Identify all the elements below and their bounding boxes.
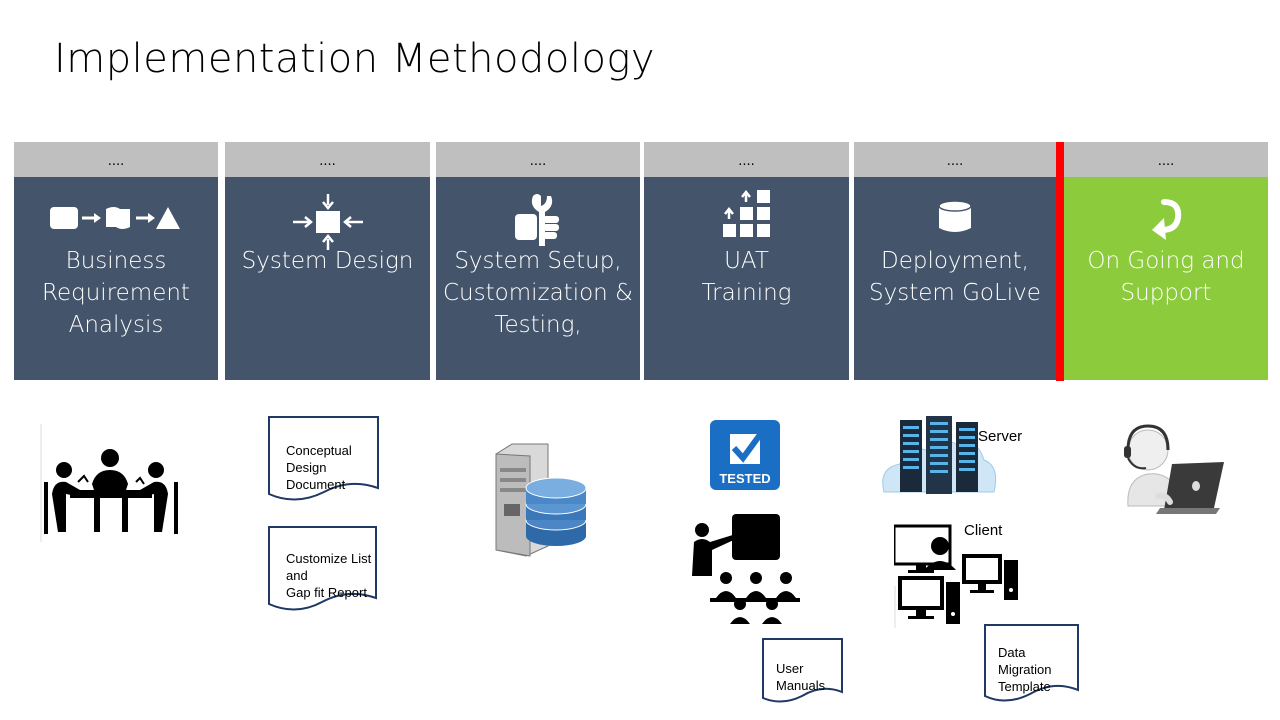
process-flow-icon bbox=[14, 197, 218, 239]
badge-label: TESTED bbox=[719, 471, 771, 486]
document-label: Conceptual Design Document bbox=[286, 443, 352, 492]
training-illustration bbox=[690, 512, 802, 628]
meeting-illustration bbox=[40, 424, 182, 542]
tested-badge: TESTED bbox=[710, 420, 780, 490]
support-agent-illustration bbox=[1120, 424, 1230, 518]
phase-header: .... bbox=[436, 142, 640, 177]
phase-header: .... bbox=[854, 142, 1056, 177]
server-caption: Server bbox=[978, 428, 1023, 445]
cloud-server-illustration bbox=[880, 414, 998, 496]
page-title: Implementation Methodology bbox=[54, 36, 656, 82]
document-user-manuals: User Manuals bbox=[762, 638, 846, 706]
server-database-illustration bbox=[490, 442, 588, 558]
phase-label: System Setup, Customization & Testing, bbox=[443, 248, 633, 338]
current-phase-divider bbox=[1056, 142, 1064, 381]
checkmark-icon bbox=[730, 430, 765, 464]
client-computers-illustration bbox=[892, 524, 1022, 628]
stacked-blocks-icon bbox=[644, 189, 849, 239]
phase-header: .... bbox=[14, 142, 218, 177]
phase-label: Deployment, System GoLive bbox=[869, 248, 1041, 306]
phase-label: System Design bbox=[241, 248, 414, 274]
converge-arrows-icon bbox=[225, 191, 430, 253]
document-gap-fit-report: Customize List and Gap fit Report bbox=[268, 526, 380, 612]
document-label: User Manuals bbox=[776, 661, 826, 693]
phase-header: .... bbox=[644, 142, 849, 177]
document-data-migration: Data Migration Template bbox=[984, 624, 1080, 706]
phase-system-setup: .... System Setup, Customization & Testi… bbox=[436, 142, 640, 380]
thumbs-up-wrench-icon bbox=[436, 191, 640, 249]
document-label: Customize List and Gap fit Report bbox=[286, 551, 372, 600]
phase-label: On Going and Support bbox=[1087, 248, 1245, 306]
document-conceptual-design: Conceptual Design Document bbox=[268, 416, 380, 502]
phase-business-requirement: .... Business Requirement Analysis bbox=[14, 142, 218, 380]
phase-system-design: .... System Design bbox=[225, 142, 430, 380]
phase-deployment: .... Deployment, System GoLive bbox=[854, 142, 1056, 380]
client-caption: Client bbox=[964, 522, 1003, 539]
phase-header: .... bbox=[1064, 142, 1268, 177]
return-arrow-icon bbox=[1064, 195, 1268, 241]
phase-header: .... bbox=[225, 142, 430, 177]
database-icon bbox=[854, 199, 1056, 235]
phase-ongoing-support: .... On Going and Support bbox=[1064, 142, 1268, 380]
phase-label: UAT Training bbox=[701, 248, 792, 306]
document-label: Data Migration Template bbox=[998, 645, 1052, 694]
phase-label: Business Requirement Analysis bbox=[42, 248, 190, 338]
phase-uat-training: .... UAT Training bbox=[644, 142, 849, 380]
